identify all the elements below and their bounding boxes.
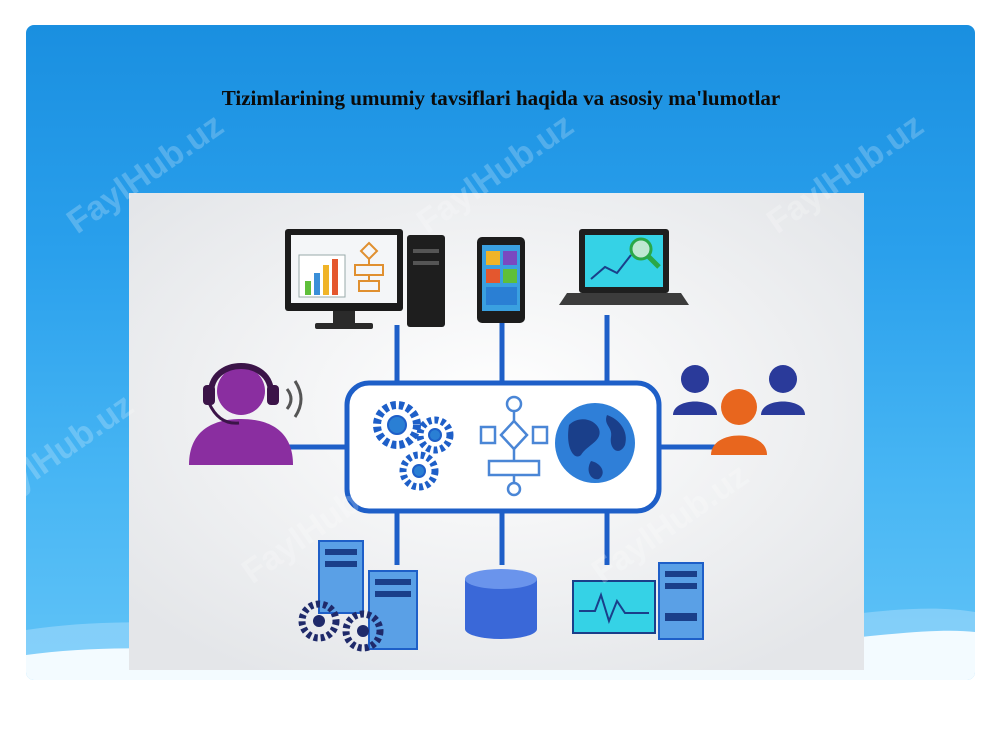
smartphone-icon	[477, 237, 525, 323]
monitoring-server-icon	[572, 562, 704, 640]
support-agent-icon	[189, 363, 303, 465]
globe-icon	[555, 403, 635, 483]
laptop-search-icon	[559, 229, 689, 305]
database-icon	[465, 569, 537, 639]
gears-icon	[373, 401, 454, 491]
slide-title: Tizimlarining umumiy tavsiflari haqida v…	[221, 86, 781, 110]
small-flowchart-icon	[354, 241, 384, 292]
bar-chart-icon	[298, 254, 346, 298]
flowchart-icon	[479, 395, 549, 497]
desktop-computer-icon	[285, 229, 445, 329]
system-diagram	[129, 193, 864, 670]
user-group-icon	[673, 365, 805, 455]
central-hub	[344, 380, 662, 514]
connector-lines	[289, 315, 719, 565]
server-gears-icon	[298, 540, 418, 652]
